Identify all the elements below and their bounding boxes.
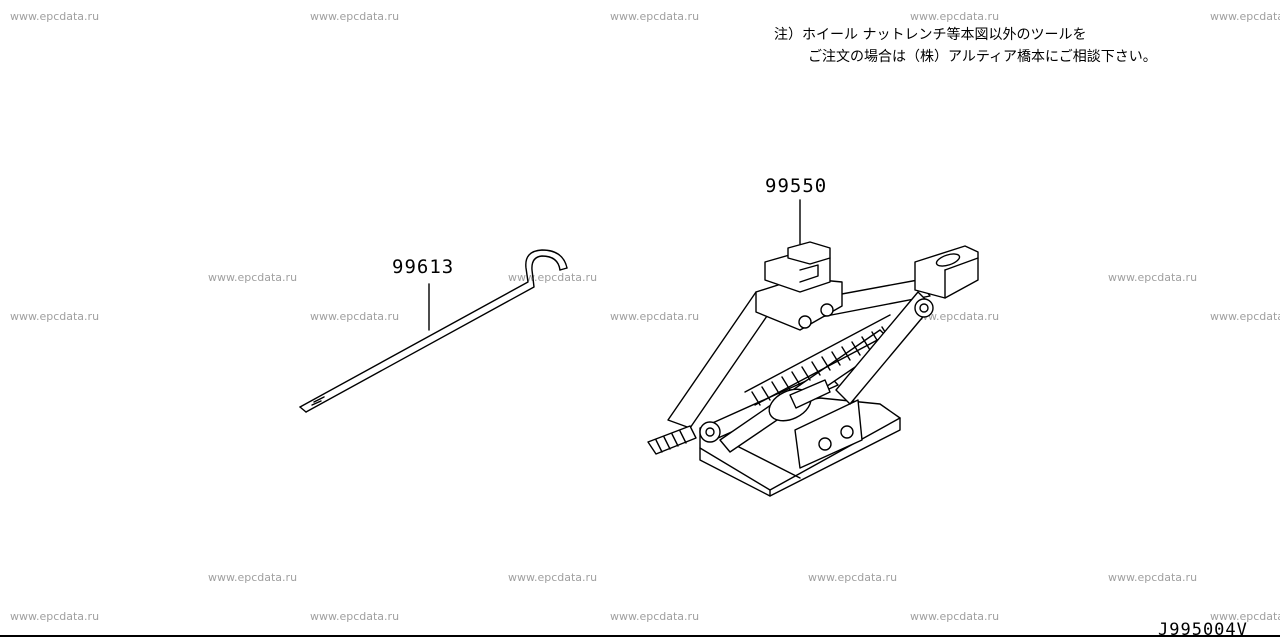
- watermark: www.epcdata.ru: [610, 310, 700, 323]
- watermark: www.epcdata.ru: [1210, 310, 1280, 323]
- watermark: www.epcdata.ru: [508, 271, 598, 284]
- watermark: www.epcdata.ru: [910, 10, 1000, 23]
- part-number-jack-handle[interactable]: 99613: [392, 256, 455, 278]
- watermark: www.epcdata.ru: [310, 310, 400, 323]
- watermark: www.epcdata.ru: [808, 571, 898, 584]
- jack-handle-icon[interactable]: [299, 249, 568, 413]
- scissor-jack-icon[interactable]: [647, 241, 979, 497]
- watermark: www.epcdata.ru: [208, 271, 298, 284]
- watermark: www.epcdata.ru: [310, 610, 400, 623]
- watermark: www.epcdata.ru: [1108, 571, 1198, 584]
- note-line-1: 注）ホイール ナットレンチ等本図以外のツールを: [774, 27, 1087, 43]
- watermark: www.epcdata.ru: [1108, 271, 1198, 284]
- watermark: www.epcdata.ru: [610, 10, 700, 23]
- watermark: www.epcdata.ru: [1210, 10, 1280, 23]
- watermark: www.epcdata.ru: [1210, 610, 1280, 623]
- watermark: www.epcdata.ru: [310, 10, 400, 23]
- watermark: www.epcdata.ru: [10, 610, 100, 623]
- watermark: www.epcdata.ru: [910, 610, 1000, 623]
- watermark: www.epcdata.ru: [208, 571, 298, 584]
- watermark: www.epcdata.ru: [508, 571, 598, 584]
- watermark: www.epcdata.ru: [10, 310, 100, 323]
- watermark: www.epcdata.ru: [10, 10, 100, 23]
- watermark: www.epcdata.ru: [910, 310, 1000, 323]
- watermark: www.epcdata.ru: [610, 610, 700, 623]
- note-line-2: ご注文の場合は（株）アルティア橋本にご相談下さい。: [808, 49, 1157, 65]
- thread: [744, 314, 901, 406]
- part-number-scissor-jack[interactable]: 99550: [765, 175, 828, 197]
